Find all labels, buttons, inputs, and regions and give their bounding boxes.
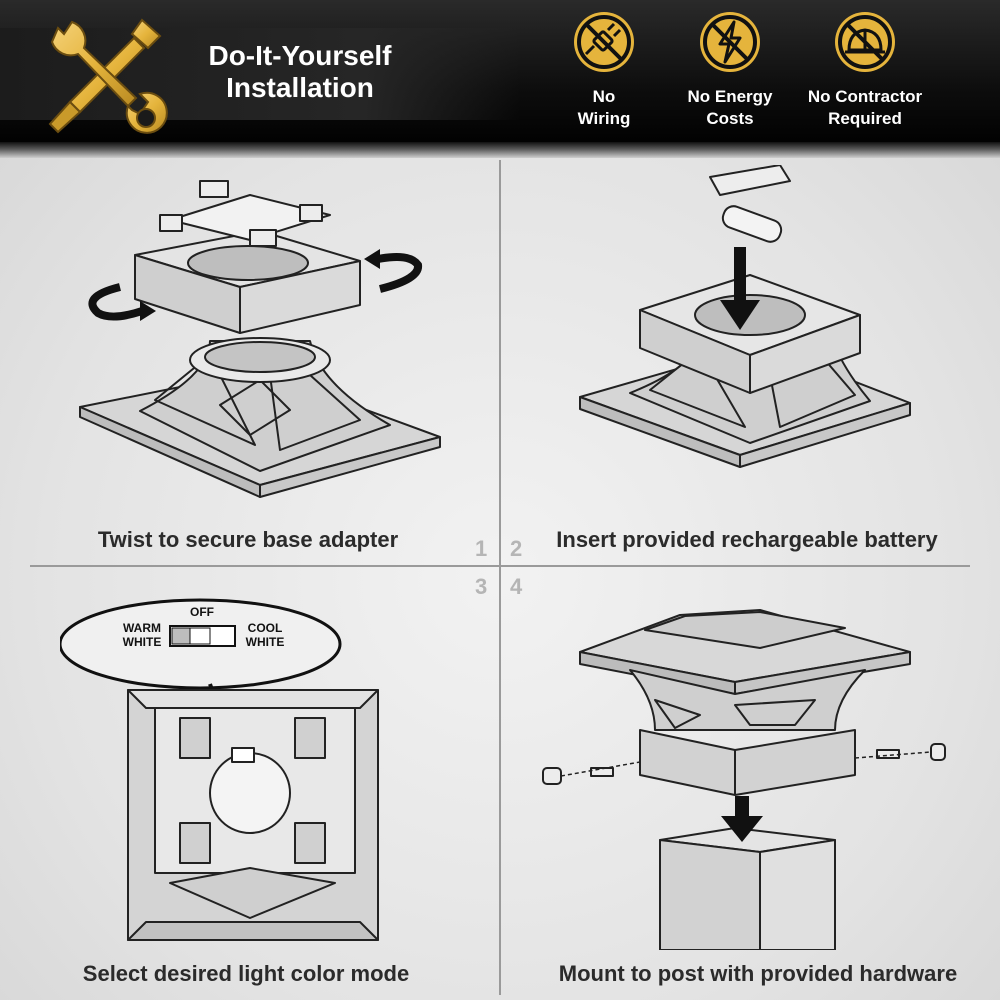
badge-label: No Wiring bbox=[534, 86, 674, 130]
arrow-down-icon bbox=[720, 247, 760, 330]
switch-warm-label: WARM bbox=[123, 621, 161, 635]
no-energy-costs-icon bbox=[700, 12, 760, 72]
divider-horizontal bbox=[30, 565, 970, 567]
banner-divider bbox=[0, 142, 1000, 158]
step4-caption: Mount to post with provided hardware bbox=[558, 961, 958, 986]
step-number-2: 2 bbox=[510, 536, 523, 561]
step1-caption: Twist to secure base adapter bbox=[97, 527, 399, 552]
switch-cool-label-2: WHITE bbox=[246, 635, 285, 649]
step4-illustration bbox=[535, 600, 950, 950]
arrow-down-icon bbox=[721, 796, 763, 842]
page-title: Do-It-Yourself Installation bbox=[190, 40, 410, 104]
badge-no-wiring: No Wiring bbox=[534, 10, 674, 130]
badge-line: No Contractor bbox=[807, 87, 923, 106]
badge-line: Wiring bbox=[577, 109, 631, 128]
step-number-3: 3 bbox=[475, 574, 488, 599]
badge-line: No bbox=[592, 87, 616, 106]
badge-label: No Contractor Required bbox=[795, 86, 935, 130]
badge-no-energy-costs: No Energy Costs bbox=[660, 10, 800, 130]
step3-caption: Select desired light color mode bbox=[82, 961, 410, 986]
step-number-4: 4 bbox=[510, 574, 523, 599]
rotate-arrow-right-icon bbox=[364, 249, 418, 289]
rotate-arrow-left-icon bbox=[92, 287, 156, 321]
step1-illustration bbox=[60, 175, 460, 505]
step3-illustration: OFF WARM WHITE COOL WHITE bbox=[60, 598, 405, 948]
wrench-shape bbox=[50, 20, 168, 134]
no-contractor-icon bbox=[835, 12, 895, 72]
badge-no-contractor: No Contractor Required bbox=[795, 10, 935, 130]
badge-line: No Energy bbox=[687, 87, 773, 106]
switch-cool-label: COOL bbox=[248, 621, 283, 635]
wrench-screwdriver-icon bbox=[48, 18, 168, 134]
switch-off-label: OFF bbox=[190, 605, 214, 619]
switch-warm-label-2: WHITE bbox=[123, 635, 162, 649]
step2-caption: Insert provided rechargeable battery bbox=[556, 527, 938, 552]
badge-label: No Energy Costs bbox=[660, 86, 800, 130]
badge-line: Costs bbox=[706, 109, 754, 128]
switch-callout: OFF WARM WHITE COOL WHITE bbox=[60, 600, 340, 748]
title-line-2: Installation bbox=[226, 72, 374, 103]
no-wiring-icon bbox=[574, 12, 634, 72]
badge-line: Required bbox=[828, 109, 902, 128]
step-number-1: 1 bbox=[475, 536, 488, 561]
divider-vertical bbox=[499, 160, 501, 995]
step2-illustration bbox=[570, 165, 950, 510]
title-line-1: Do-It-Yourself bbox=[208, 40, 392, 71]
